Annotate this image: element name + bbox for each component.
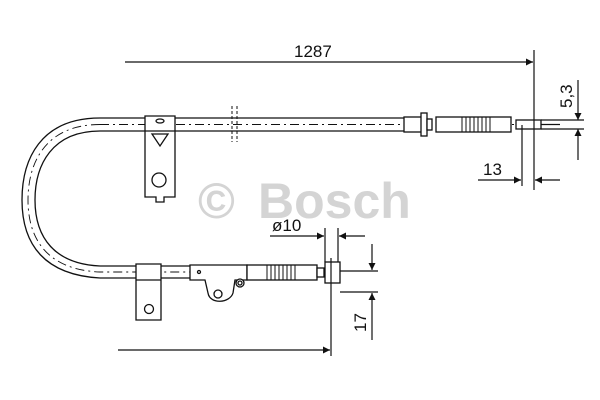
end-offset-label: 5,3 — [557, 84, 576, 108]
overall-length-label: 1287 — [294, 42, 332, 61]
dimension-lower-reference — [118, 258, 332, 356]
lower-mounting-bracket — [135, 263, 162, 321]
bosch-watermark: © Bosch — [198, 173, 411, 229]
watermark-brand: Bosch — [258, 173, 411, 229]
copyright-symbol: © — [198, 173, 235, 229]
dimension-lower-offset — [340, 244, 378, 340]
upper-mounting-bracket — [144, 115, 176, 203]
lower-end-fitting — [161, 261, 341, 302]
dimension-diameter — [270, 228, 365, 262]
dimension-end-fitting-length — [478, 125, 560, 186]
end-fitting-length-label: 13 — [483, 160, 502, 179]
dimension-overall-length — [125, 50, 535, 190]
break-mark — [231, 106, 238, 142]
upper-end-fitting — [403, 112, 560, 137]
diameter-label: ø10 — [272, 216, 301, 235]
lower-offset-label: 17 — [351, 313, 370, 332]
dimension-end-offset — [541, 80, 584, 160]
